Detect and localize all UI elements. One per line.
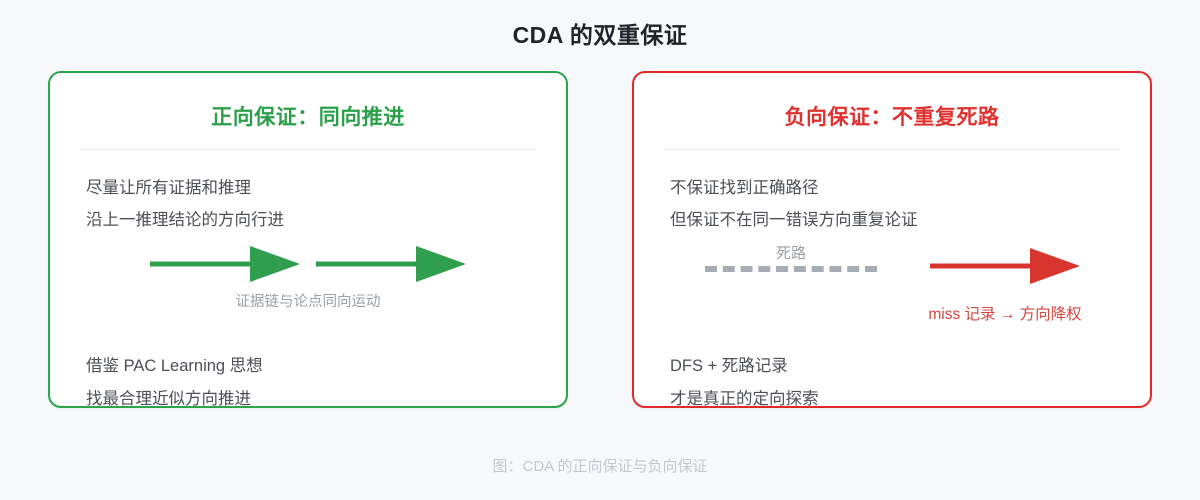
figure-footer-caption: 图：CDA 的正向保证与负向保证 <box>492 458 708 475</box>
red-arrow-right-icon <box>930 248 1080 285</box>
card-positive-top-text: 尽量让所有证据和推理 沿上一推理结论的方向行进 <box>86 172 566 236</box>
card-negative-title: 负向保证：不重复死路 <box>784 106 1000 129</box>
text-line: 才是真正的定向探索 <box>670 389 819 408</box>
card-positive-guarantee: 正向保证：同向推进 尽量让所有证据和推理 沿上一推理结论的方向行进 证据链与论点… <box>48 71 568 408</box>
text-line: 借鉴 PAC Learning 思想 <box>86 357 263 376</box>
page-title: CDA 的双重保证 <box>512 22 688 48</box>
card-positive-figure: 证据链与论点同向运动 <box>50 242 566 328</box>
card-negative-figure: 死路 miss 记录 → 方向降权 <box>634 242 1150 328</box>
card-negative-bottom-text: DFS + 死路记录 才是真正的定向探索 <box>670 350 1150 414</box>
text-line: 找最合理近似方向推进 <box>86 389 251 408</box>
text-line: 沿上一推理结论的方向行进 <box>86 211 284 230</box>
text-line: 尽量让所有证据和推理 <box>86 179 251 197</box>
text-line: 但保证不在同一错误方向重复论证 <box>670 211 918 230</box>
card-positive-divider <box>80 149 536 150</box>
dead-end-group: 死路 <box>686 242 896 273</box>
card-positive-bottom-text: 借鉴 PAC Learning 思想 找最合理近似方向推进 <box>86 350 566 414</box>
card-positive-title: 正向保证：同向推进 <box>211 106 405 129</box>
text-line: 不保证找到正确路径 <box>670 179 819 197</box>
miss-arrow-group: miss 记录 → 方向降权 <box>890 244 1120 324</box>
card-negative-guarantee: 负向保证：不重复死路 不保证找到正确路径 但保证不在同一错误方向重复论证 死路 … <box>632 71 1152 408</box>
cards-container: 正向保证：同向推进 尽量让所有证据和推理 沿上一推理结论的方向行进 证据链与论点… <box>48 71 1152 408</box>
card-positive-figure-caption: 证据链与论点同向运动 <box>235 294 381 311</box>
arrow-row <box>50 242 566 286</box>
card-negative-divider <box>664 149 1120 150</box>
green-arrow-right-icon <box>150 246 300 283</box>
gray-dashed-line-icon <box>705 266 877 273</box>
card-negative-top-text: 不保证找到正确路径 但保证不在同一错误方向重复论证 <box>670 172 1150 236</box>
dead-end-label: 死路 <box>775 245 806 263</box>
green-arrow-right-icon <box>316 246 466 283</box>
text-line: DFS + 死路记录 <box>670 357 788 376</box>
miss-record-caption: miss 记录 → 方向降权 <box>928 306 1082 324</box>
